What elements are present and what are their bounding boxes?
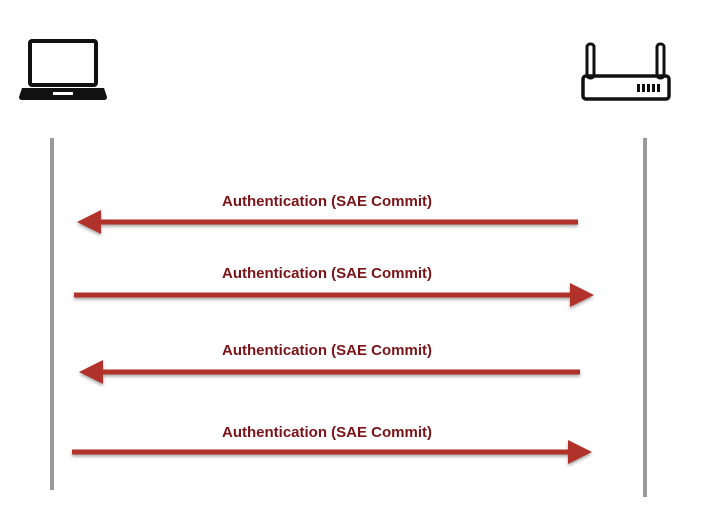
message-3-label: Authentication (SAE Commit)	[222, 342, 432, 359]
message-2-arrow	[74, 283, 594, 307]
message-3: Authentication (SAE Commit)	[79, 342, 580, 384]
message-4-arrow	[72, 440, 592, 464]
laptop-icon	[19, 39, 107, 100]
message-1: Authentication (SAE Commit)	[77, 193, 578, 234]
message-4: Authentication (SAE Commit)	[72, 424, 592, 464]
message-2-label: Authentication (SAE Commit)	[222, 265, 432, 282]
router-icon	[581, 42, 671, 101]
message-1-arrow	[77, 210, 578, 234]
message-3-arrow	[79, 360, 580, 384]
message-1-label: Authentication (SAE Commit)	[222, 193, 432, 210]
message-2: Authentication (SAE Commit)	[74, 265, 594, 307]
message-4-label: Authentication (SAE Commit)	[222, 424, 432, 441]
